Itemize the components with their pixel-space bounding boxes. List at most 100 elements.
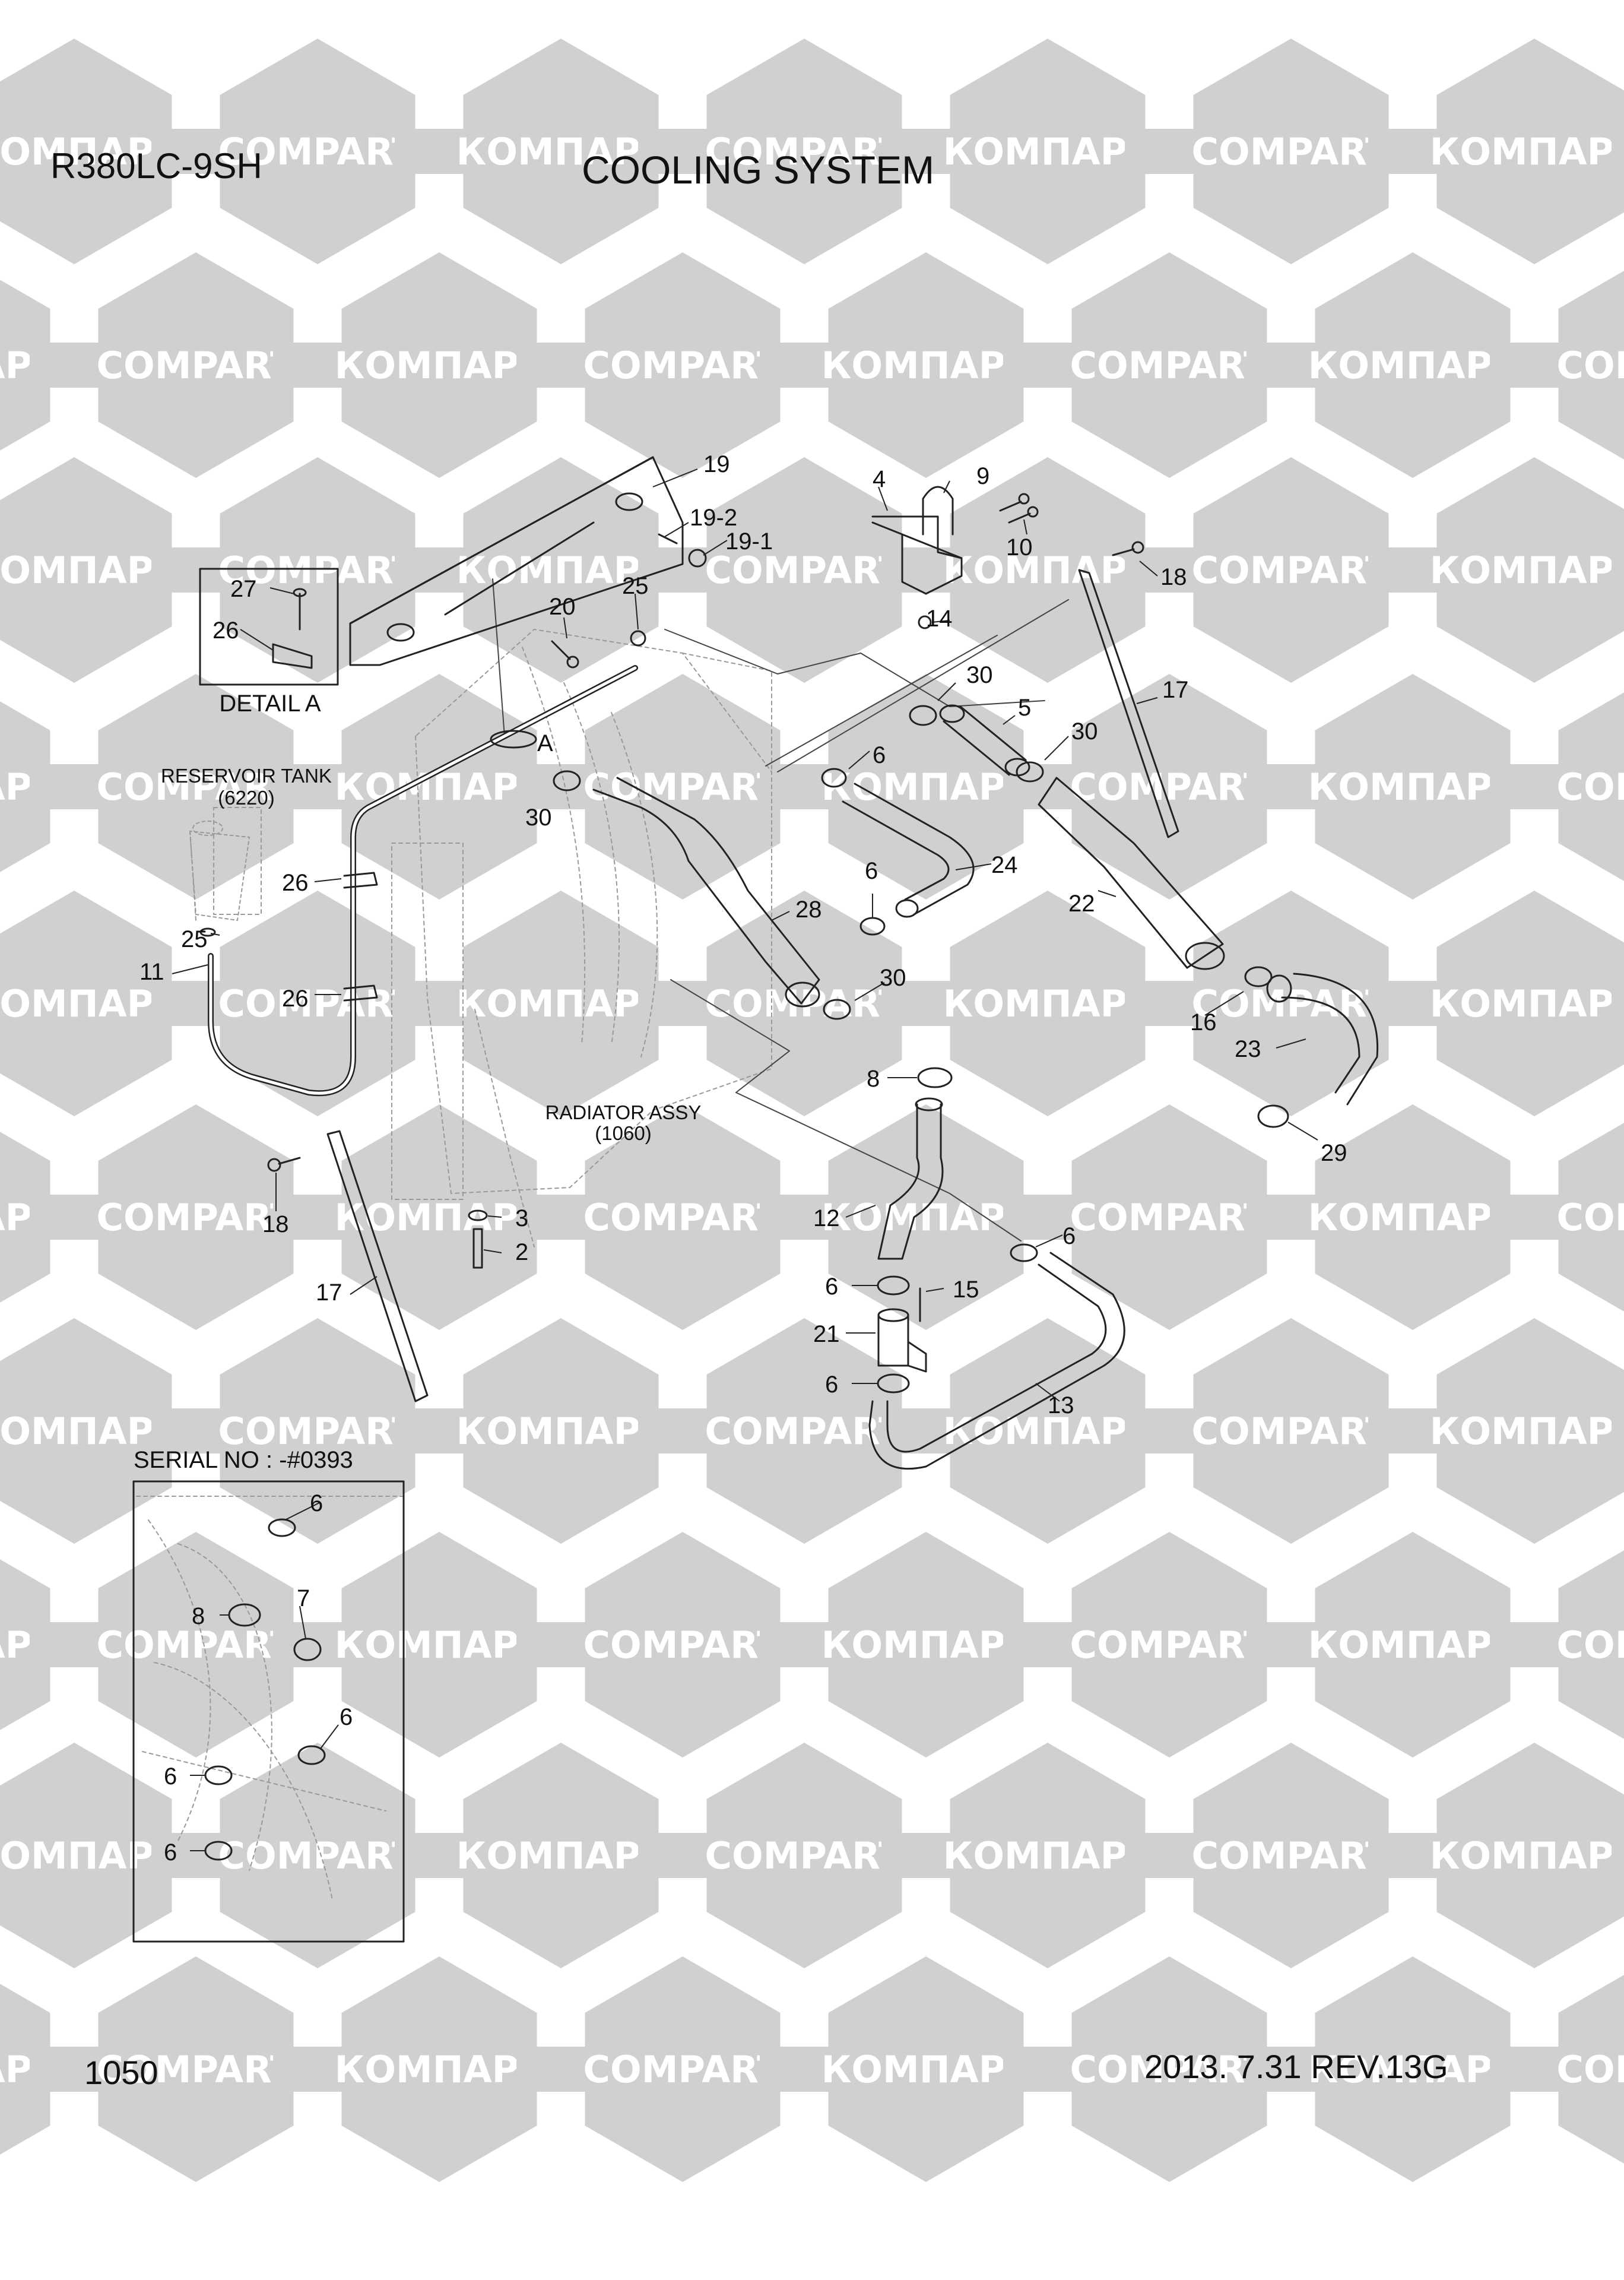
part-11-overflow-hose-inner (209, 666, 637, 1095)
watermark-text: COMPART (583, 765, 782, 809)
callout-30: 30 (525, 805, 552, 831)
callout-26: 26 (282, 870, 309, 896)
part-12-pipe-top (915, 1097, 943, 1112)
watermark-text: COMPART (583, 344, 782, 387)
watermark-tile: COMPART (638, 39, 970, 264)
watermark-text: COMPART (218, 130, 417, 173)
watermark-text: КОМПАРТ (1308, 765, 1518, 809)
watermark-tile: КОМПАРТ (760, 1532, 1092, 1758)
watermark-text: COMPART (218, 1834, 417, 1877)
watermark-text: COMPART (1557, 765, 1624, 809)
callout-3: 3 (515, 1205, 528, 1231)
page-number: 1050 (84, 2054, 158, 2091)
watermark-text: КОМПАРТ (1430, 549, 1624, 592)
callout-6: 6 (340, 1704, 353, 1730)
watermark-tile: КОМПАРТ (273, 1956, 605, 2182)
watermark-band (1612, 1408, 1624, 1454)
part-17-stay-rod-right (1078, 569, 1179, 838)
page-title: COOLING SYSTEM (582, 148, 935, 192)
watermark-text: КОМПАРТ (821, 2048, 1031, 2091)
watermark-band (1490, 2047, 1624, 2092)
callout-24: 24 (991, 852, 1018, 878)
watermark-text: КОМПАРТ (943, 549, 1153, 592)
part-20-bolt (551, 640, 579, 669)
watermark-band (1368, 1408, 1624, 1454)
reservoir-tank (189, 821, 250, 921)
part-14-nut (918, 615, 932, 629)
callout-12: 12 (813, 1205, 840, 1231)
part-26-clamp-lower (343, 984, 378, 1002)
part-19-2-bolt (658, 533, 678, 544)
callout-27: 27 (230, 576, 257, 602)
watermark-text: COMPART (97, 1623, 296, 1667)
part-22-hose (1038, 777, 1224, 969)
callout-6: 6 (825, 1372, 838, 1398)
watermark-tile: COMPART (30, 1104, 362, 1330)
watermark-text: COMPART (97, 2048, 296, 2091)
watermark-tile: КОМПАРТ (395, 1743, 727, 1968)
watermark-text: COMPART (705, 982, 904, 1025)
watermark-text: COMPART (705, 549, 904, 592)
watermark-text: COMPART (1192, 130, 1391, 173)
watermark-text: КОМПАРТ (1430, 130, 1624, 173)
watermark-text: COMPART (1070, 2048, 1269, 2091)
watermark-band (1490, 343, 1624, 388)
callout-30: 30 (1071, 718, 1098, 745)
callout-20: 20 (549, 594, 576, 620)
callout-18: 18 (1160, 564, 1187, 590)
part-9-u-bolt (922, 486, 954, 536)
callout-2: 2 (515, 1239, 528, 1265)
part-21-tee (877, 1308, 927, 1373)
callout-22: 22 (1068, 891, 1095, 917)
callout-5: 5 (1018, 695, 1031, 721)
part-6-clamps-lower (877, 1243, 1038, 1394)
watermark-tile: COMPART (151, 39, 484, 264)
watermark-tile: COMPART (151, 457, 484, 683)
callout-leaders (172, 468, 1318, 1851)
callout-19-2: 19-2 (690, 505, 737, 531)
watermark-tile: COMPART (1612, 547, 1624, 593)
watermark-text: COMPART (218, 982, 417, 1025)
part-30-clamp (553, 705, 1044, 1020)
radiator-assy-code: (1060) (595, 1122, 651, 1144)
watermark-text: КОМПАРТ (1430, 982, 1624, 1025)
watermark-tile: COMPART (1612, 129, 1624, 174)
watermark-tile: КОМПАРТ (881, 1318, 1214, 1544)
callout-10: 10 (1006, 534, 1033, 560)
watermark-tile: КОМПАРТ (395, 457, 727, 683)
serial-number-label: SERIAL NO : -#0393 (134, 1447, 353, 1473)
watermark-text: COMPART (705, 1834, 904, 1877)
serial-inset-frame (132, 1480, 405, 1943)
watermark-tile: КОМПАРТ (1246, 674, 1579, 900)
part-25-grommet (630, 630, 646, 647)
part-23-elbow-hose (1281, 973, 1379, 1106)
watermark-tile: COMPART (1125, 39, 1457, 264)
callout-15: 15 (953, 1277, 979, 1303)
watermark-text: КОМПАРТ (1430, 1410, 1624, 1453)
part-3-washer (468, 1209, 488, 1221)
detail-a-label: DETAIL A (219, 691, 321, 717)
part-19-bracket (349, 456, 684, 666)
part-24-hose-inner (842, 800, 950, 901)
inset-clamps (204, 1518, 326, 1861)
revision-date: 2013. 7.31 REV.13G (1144, 2048, 1448, 2085)
watermark-band (1368, 547, 1624, 593)
watermark-tile: COMPART (30, 252, 362, 478)
watermark-tile: КОМПАРТ (1368, 39, 1624, 264)
watermark-band (1612, 547, 1624, 593)
watermark-tile: КОМПАРТ (881, 1743, 1214, 1968)
watermark-band (1490, 1622, 1624, 1667)
part-5-hose (939, 704, 1030, 777)
watermark-band (1612, 129, 1624, 174)
watermark-band (1490, 764, 1624, 809)
callout-8: 8 (192, 1603, 205, 1629)
watermark-band (1490, 1195, 1624, 1240)
callout-21: 21 (813, 1321, 840, 1347)
watermark-text: COMPART (1070, 1623, 1269, 1667)
watermark-text: КОМПАРТ (0, 549, 179, 592)
watermark-band (1368, 1833, 1624, 1878)
watermark-text: КОМПАРТ (821, 1196, 1031, 1239)
part-28-hose-end (785, 981, 820, 1008)
callout-25: 25 (622, 573, 649, 599)
